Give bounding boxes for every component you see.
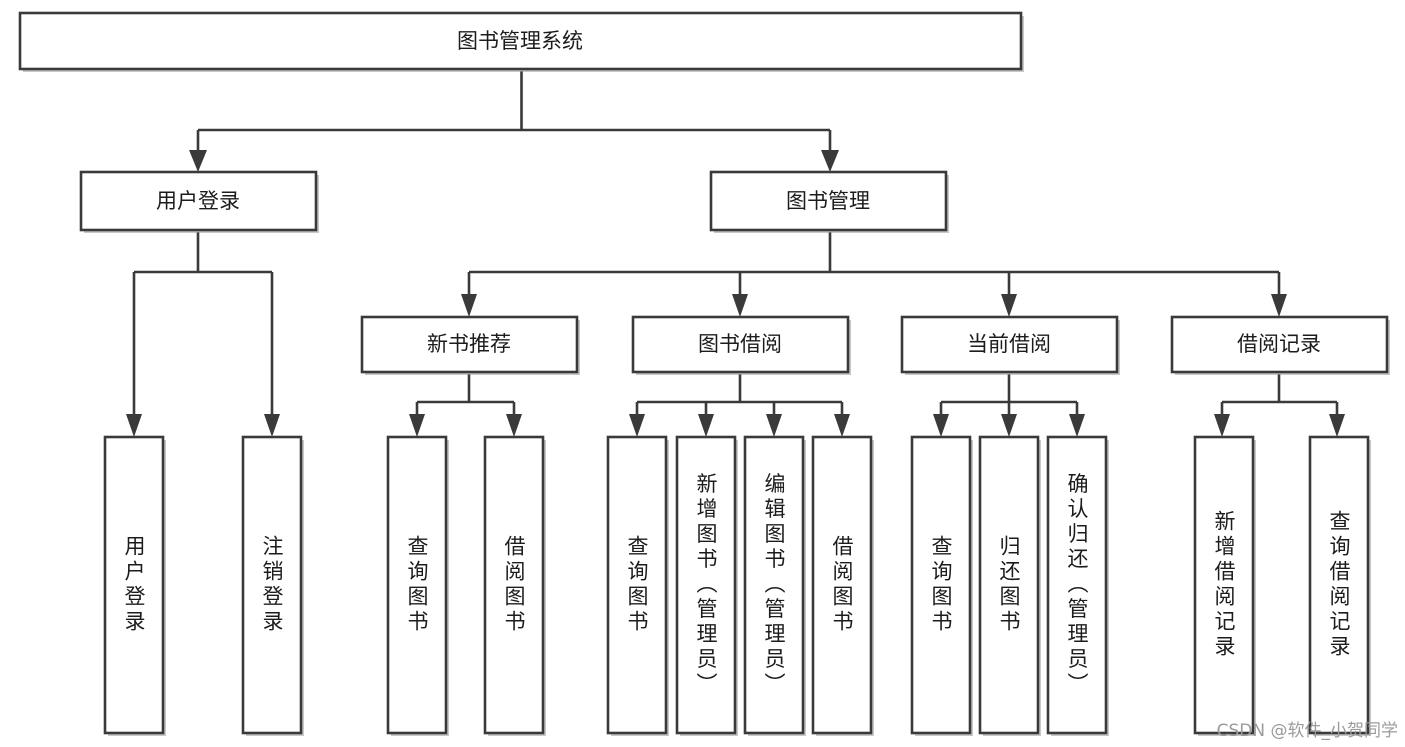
leaf-borrow-record-2-label: 查询借阅记录 (1327, 510, 1351, 660)
leaf-current-borrow-3[interactable]: 确认归还（管理员） (1046, 435, 1109, 736)
node-book-manage-box[interactable] (709, 170, 948, 232)
leaf-current-borrow-2[interactable]: 归还图书 (978, 435, 1041, 736)
arrow-head-book-borrow (732, 294, 748, 317)
csdn-watermark: CSDN @软件_小贺同学 (1217, 721, 1398, 741)
leaf-book-borrow-2[interactable]: 新增图书（管理员） (675, 435, 738, 736)
leaf-book-borrow-4-label: 借阅图书 (830, 535, 854, 635)
leaf-new-book-2-label: 借阅图书 (502, 535, 526, 635)
node-new-book-recommend-box[interactable] (360, 315, 579, 374)
arrow-head-leaf-borrow-record-2 (1329, 414, 1345, 437)
arrow-head-leaf-book-borrow-1 (629, 414, 645, 437)
leaf-book-borrow-3[interactable]: 编辑图书（管理员） (743, 435, 806, 736)
leaf-user-login-1-label: 用户登录 (122, 535, 146, 635)
arrow-head-new-book (461, 294, 477, 317)
node-book-borrow[interactable]: 图书借阅 (631, 315, 851, 375)
leaf-current-borrow-3-label: 确认归还（管理员） (1065, 473, 1089, 698)
leaf-borrow-record-1-box[interactable] (1193, 435, 1255, 735)
leaf-user-login-2-box[interactable] (241, 435, 303, 735)
node-user-login-box[interactable] (79, 170, 318, 232)
node-current-borrow-label: 当前借阅 (967, 332, 1051, 356)
leaf-current-borrow-3-box[interactable] (1046, 435, 1108, 735)
arrow-head-leaf-user-login-1 (126, 414, 142, 437)
leaf-book-borrow-2-label: 新增图书（管理员） (694, 473, 718, 698)
leaf-current-borrow-1-label: 查询图书 (929, 535, 953, 635)
arrow-head-leaf-new-book-2 (506, 414, 522, 437)
leaf-book-borrow-2-box[interactable] (675, 435, 737, 735)
leaf-borrow-record-1-label: 新增借阅记录 (1212, 510, 1236, 660)
node-user-login[interactable]: 用户登录 (79, 170, 319, 233)
arrow-head-current-borrow (1001, 294, 1017, 317)
node-root[interactable]: 图书管理系统 (18, 11, 1024, 72)
arrow-head-leaf-book-borrow-2 (698, 414, 714, 437)
leaf-new-book-1[interactable]: 查询图书 (386, 435, 449, 736)
leaf-user-login-1-box[interactable] (103, 435, 165, 735)
node-borrow-record-label: 借阅记录 (1237, 332, 1321, 356)
node-current-borrow[interactable]: 当前借阅 (900, 315, 1120, 375)
node-book-manage[interactable]: 图书管理 (709, 170, 949, 233)
node-current-borrow-box[interactable] (900, 315, 1119, 374)
leaf-borrow-record-1[interactable]: 新增借阅记录 (1193, 435, 1256, 736)
arrow-head-borrow-record (1271, 294, 1287, 317)
arrow-head-leaf-borrow-record-1 (1214, 414, 1230, 437)
leaf-borrow-record-2-box[interactable] (1308, 435, 1370, 735)
node-root-label: 图书管理系统 (457, 29, 583, 53)
node-borrow-record-box[interactable] (1170, 315, 1389, 374)
node-new-book-recommend-label: 新书推荐 (427, 332, 511, 356)
node-user-login-label: 用户登录 (156, 189, 240, 213)
arrow-head-leaf-new-book-1 (409, 414, 425, 437)
node-borrow-record[interactable]: 借阅记录 (1170, 315, 1390, 375)
node-book-borrow-box[interactable] (631, 315, 850, 374)
leaf-book-borrow-1[interactable]: 查询图书 (606, 435, 669, 736)
node-root-box[interactable] (18, 11, 1023, 71)
leaf-new-book-1-box[interactable] (386, 435, 448, 735)
leaf-book-borrow-1-label: 查询图书 (625, 535, 649, 635)
leaf-current-borrow-1[interactable]: 查询图书 (910, 435, 973, 736)
leaf-book-borrow-4-box[interactable] (811, 435, 873, 735)
node-book-manage-label: 图书管理 (786, 189, 870, 213)
leaf-new-book-2[interactable]: 借阅图书 (483, 435, 546, 736)
leaf-user-login-2[interactable]: 注销登录 (241, 435, 304, 736)
leaf-book-borrow-3-label: 编辑图书（管理员） (762, 473, 786, 698)
arrow-head-leaf-book-borrow-4 (834, 414, 850, 437)
leaf-user-login-1[interactable]: 用户登录 (103, 435, 166, 736)
leaf-book-borrow-1-box[interactable] (606, 435, 668, 735)
leaf-book-borrow-4[interactable]: 借阅图书 (811, 435, 874, 736)
leaf-new-book-1-label: 查询图书 (405, 535, 429, 635)
arrow-head-leaf-current-borrow-1 (933, 414, 949, 437)
connector-layer (126, 71, 1345, 437)
leaf-current-borrow-2-box[interactable] (978, 435, 1040, 735)
arrow-head-leaf-current-borrow-2 (1001, 414, 1017, 437)
node-new-book-recommend[interactable]: 新书推荐 (360, 315, 580, 375)
arrow-head-book-manage (821, 150, 839, 172)
leaf-book-borrow-3-box[interactable] (743, 435, 805, 735)
leaf-current-borrow-1-box[interactable] (910, 435, 972, 735)
arrow-head-leaf-current-borrow-3 (1069, 414, 1085, 437)
node-book-borrow-label: 图书借阅 (698, 332, 782, 356)
arrow-head-user-login (189, 150, 207, 172)
arrow-head-leaf-user-login-2 (264, 414, 280, 437)
leaf-user-login-2-label: 注销登录 (260, 535, 284, 635)
leaf-borrow-record-2[interactable]: 查询借阅记录 (1308, 435, 1371, 736)
leaf-new-book-2-box[interactable] (483, 435, 545, 735)
leaf-current-borrow-2-label: 归还图书 (997, 535, 1021, 635)
arrow-head-leaf-book-borrow-3 (766, 414, 782, 437)
